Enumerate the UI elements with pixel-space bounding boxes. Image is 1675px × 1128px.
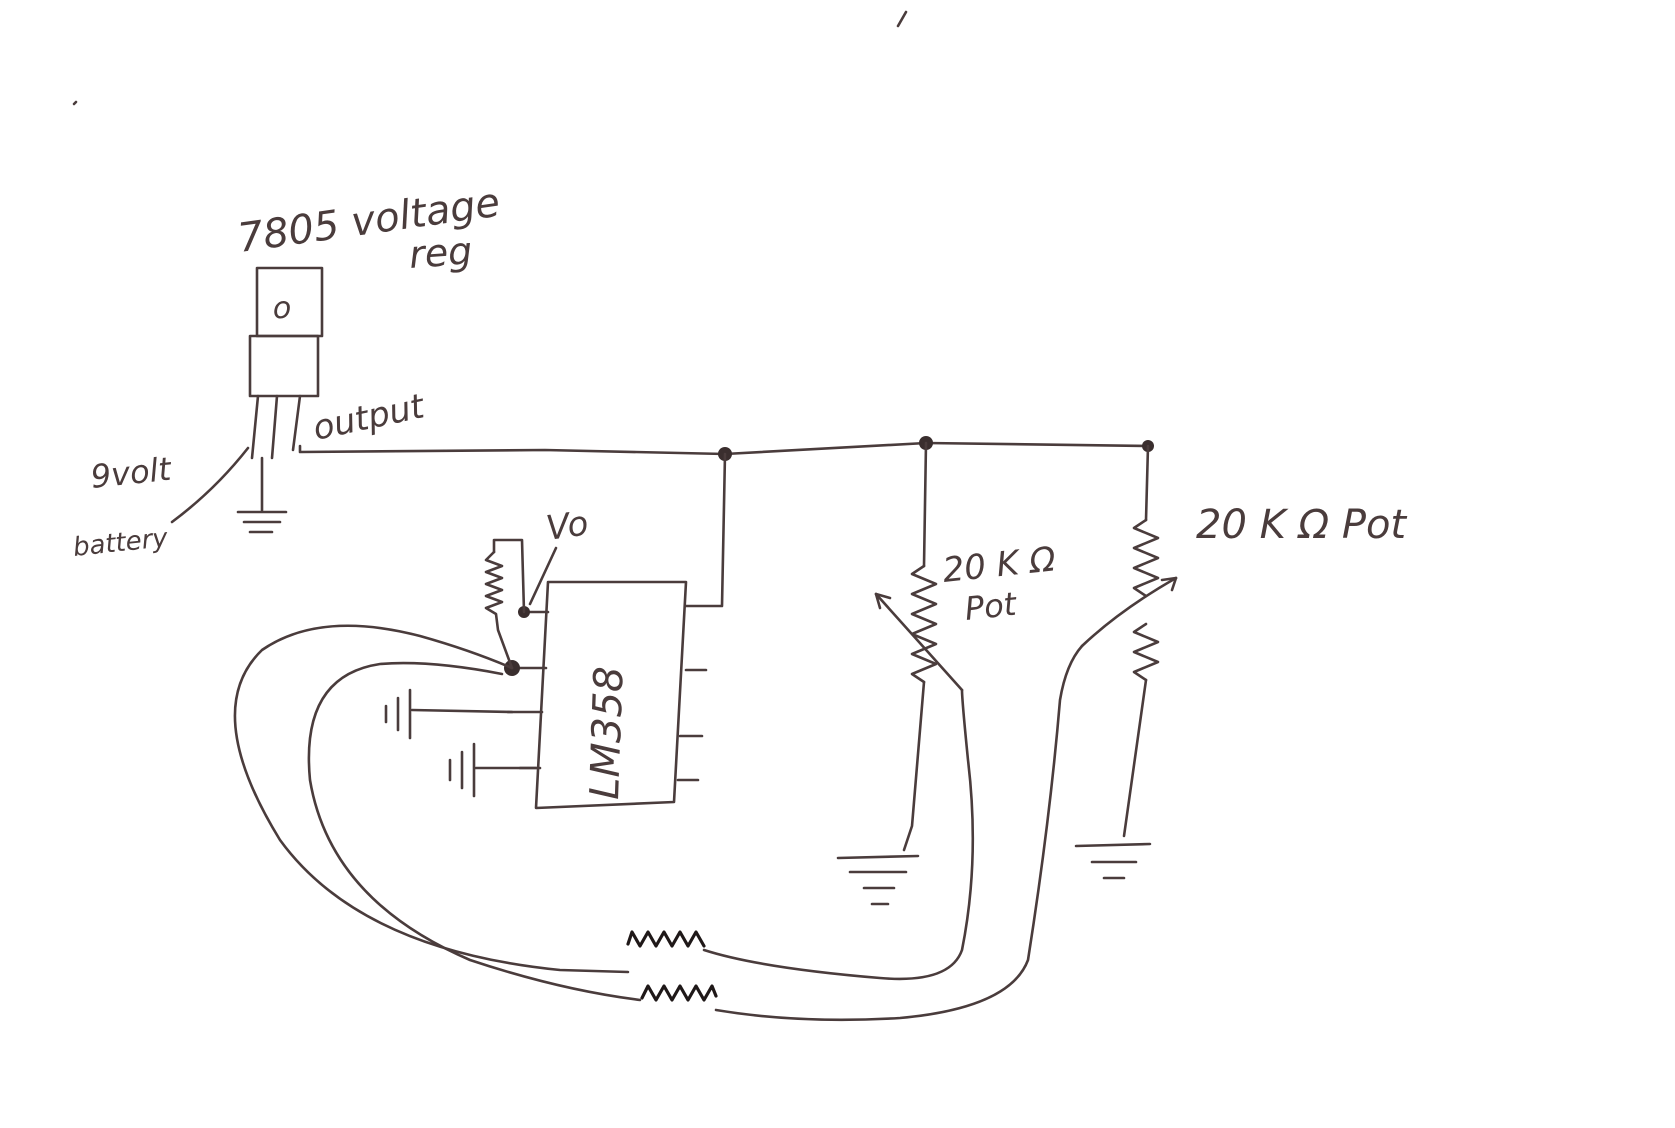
stray-mark bbox=[72, 100, 78, 106]
regulator-label-line2: reg bbox=[408, 229, 474, 277]
pot-right-label: 20 K Ω Pot bbox=[1196, 502, 1407, 548]
voltage-regulator: o bbox=[248, 266, 324, 460]
regulator-ground-symbol bbox=[236, 456, 288, 534]
vo-label: Vo bbox=[544, 503, 591, 548]
return-wire-to-pot-middle bbox=[702, 688, 975, 981]
supply-rail bbox=[298, 441, 1150, 456]
regulator-body bbox=[248, 334, 320, 398]
return-wire-inner bbox=[307, 661, 642, 1002]
bottom-resistor-1 bbox=[626, 930, 706, 948]
battery-label: 9volt bbox=[89, 450, 174, 496]
pot-middle bbox=[874, 441, 964, 852]
lm358-ic: LM358 bbox=[506, 580, 708, 810]
ic-body bbox=[534, 580, 688, 810]
regulator-pin-label: o bbox=[273, 291, 291, 326]
ic-supply-wire bbox=[684, 452, 727, 608]
feedback-resistor bbox=[484, 550, 514, 670]
regulator-leads bbox=[250, 394, 302, 460]
output-label: output bbox=[310, 386, 430, 449]
ic-ground-symbol-2 bbox=[448, 742, 538, 798]
pot-right-arrow bbox=[1160, 576, 1178, 592]
vo-feedback-wire bbox=[492, 538, 526, 614]
ic-ground-symbol-1 bbox=[384, 688, 514, 740]
battery-lead bbox=[170, 446, 250, 524]
stray-mark bbox=[896, 10, 908, 28]
ic-right-pins bbox=[676, 668, 708, 782]
return-wire-to-pot-right bbox=[714, 644, 1084, 1022]
return-wire-outer bbox=[233, 624, 630, 974]
pot-right-ground-symbol bbox=[1074, 842, 1152, 880]
pot-middle-label-line2: Pot bbox=[963, 585, 1020, 628]
pot-right bbox=[1080, 444, 1178, 838]
bottom-resistor-2 bbox=[640, 984, 718, 1002]
ic-left-pins bbox=[506, 610, 550, 770]
ic-label: LM358 bbox=[582, 666, 633, 801]
pot-middle-arrow bbox=[874, 592, 892, 610]
vo-pointer bbox=[528, 546, 558, 606]
pot-middle-ground-symbol bbox=[836, 854, 920, 906]
pot-middle-label: 20 K Ω bbox=[941, 539, 1058, 591]
battery-label-line2: battery bbox=[72, 523, 170, 563]
